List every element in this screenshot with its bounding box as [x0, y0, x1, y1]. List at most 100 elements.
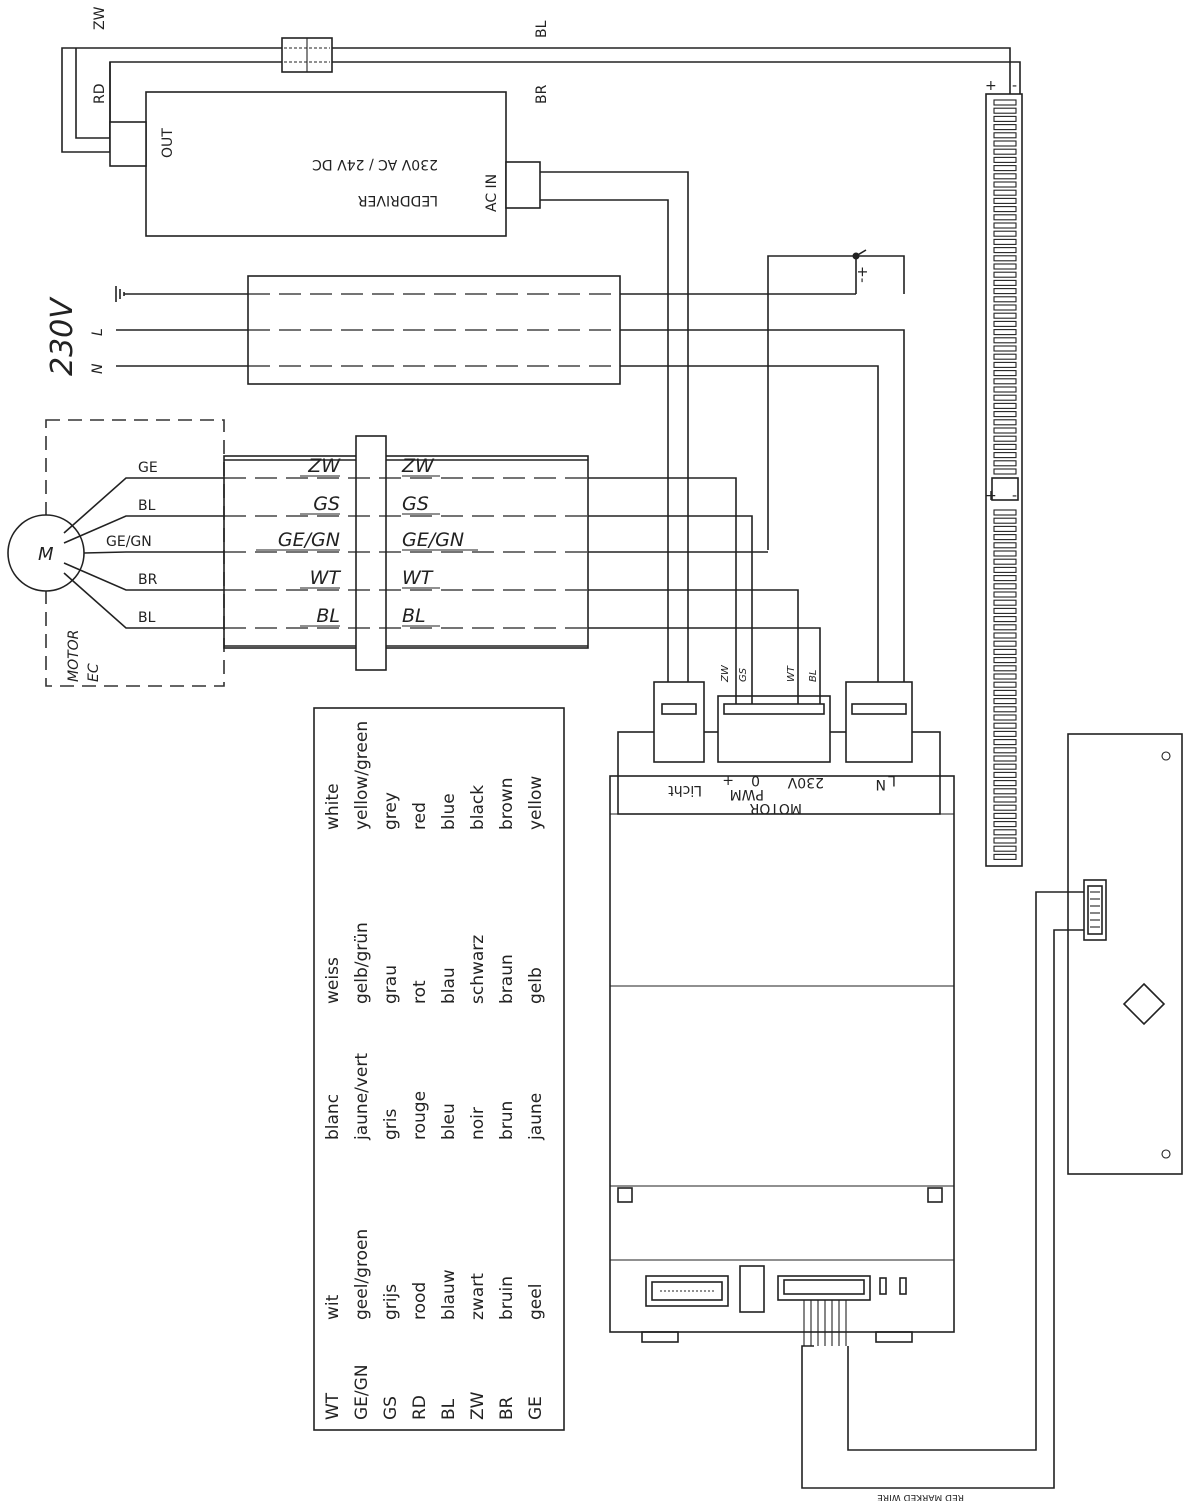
- wire-code-right: GS: [402, 493, 429, 515]
- led-cell: [993, 599, 1017, 606]
- led-cell: [993, 837, 1017, 844]
- led-cell: [993, 583, 1017, 590]
- wire-code-right: BL: [402, 605, 426, 627]
- motor-wire: [63, 572, 224, 629]
- led-cell: [993, 845, 1017, 852]
- control-panel: [1067, 733, 1183, 1175]
- legend-entry: geel/groen: [352, 1229, 372, 1320]
- led-cell: [993, 238, 1017, 245]
- led-cell: [993, 468, 1017, 475]
- led-cell: [993, 566, 1017, 573]
- controller-motor-wire-label: WT: [786, 665, 797, 682]
- led-cell: [993, 255, 1017, 262]
- motor-wire: [63, 562, 224, 591]
- legend-entry: gelb/grün: [352, 922, 372, 1004]
- legend-entry: bleu: [439, 1103, 459, 1140]
- led-cell: [993, 763, 1017, 770]
- led-cell: [993, 312, 1017, 319]
- led-cell: [993, 558, 1017, 565]
- legend-entry: noir: [468, 1107, 488, 1140]
- led-cell: [993, 386, 1017, 393]
- led-cell: [993, 853, 1017, 860]
- led-cell: [993, 640, 1017, 647]
- controller-n-label: N: [876, 776, 886, 792]
- legend-entry: grau: [381, 965, 401, 1004]
- led-cell: [993, 673, 1017, 680]
- led-cell: [993, 443, 1017, 450]
- controller-zero-label: 0: [751, 772, 760, 788]
- led-cell: [993, 329, 1017, 336]
- led-cell: [993, 706, 1017, 713]
- leddriver-name-label: LEDDRIVER: [358, 192, 438, 208]
- legend-entry: jaune: [526, 1093, 546, 1141]
- led-driver: OUT AC IN 230V AC / 24V DC LEDDRIVER: [109, 91, 689, 682]
- led-cell: [993, 271, 1017, 278]
- led-cell: [993, 812, 1017, 819]
- mains-voltage-label: 230V: [45, 296, 80, 376]
- led-cell: [993, 320, 1017, 327]
- controller-pwm-label: PWM: [730, 786, 764, 802]
- led-cell: [993, 550, 1017, 557]
- ledstrip-plus-top: +: [985, 78, 997, 94]
- led-cell: [993, 648, 1017, 655]
- led-cell: [993, 747, 1017, 754]
- led-cell: [993, 99, 1017, 106]
- legend-entry: weiss: [323, 957, 343, 1004]
- legend-entry: WT: [323, 1392, 343, 1420]
- led-cell: [993, 337, 1017, 344]
- controller-l-label: L: [888, 772, 896, 788]
- led-cell: [993, 189, 1017, 196]
- legend-entry: BR: [497, 1396, 517, 1420]
- led-cell: [993, 829, 1017, 836]
- wire-label-br-top: BR: [534, 84, 550, 104]
- led-cell: [993, 796, 1017, 803]
- legend-entry: wit: [323, 1294, 343, 1320]
- mains-n-label: N: [90, 363, 106, 374]
- led-cell: [993, 411, 1017, 418]
- mains-supply: 230V N L +-: [45, 249, 905, 682]
- motor-wire-label: BL: [138, 610, 156, 626]
- leddriver-out-label: OUT: [160, 128, 176, 158]
- controller-motor-wire-label: BL: [808, 670, 819, 682]
- ledstrip-minus-mid: -: [1012, 488, 1017, 504]
- led-cell: [993, 525, 1017, 532]
- led-cell: [993, 263, 1017, 270]
- legend-entry: grey: [381, 792, 401, 830]
- legend-entry: yellow/green: [352, 721, 372, 830]
- legend-entry: RD: [410, 1395, 430, 1420]
- wire-code-left: GE/GN: [278, 529, 340, 551]
- legend-entry: brown: [497, 778, 517, 831]
- led-cell: [993, 296, 1017, 303]
- led-cell: [993, 771, 1017, 778]
- legend-entry: blauw: [439, 1269, 459, 1320]
- motor-wire-label: GE: [138, 460, 158, 476]
- led-cell: [993, 698, 1017, 705]
- led-cell: [993, 821, 1017, 828]
- ledstrip-plus-mid: +: [985, 488, 997, 504]
- led-cell: [993, 460, 1017, 467]
- legend-entry: grijs: [381, 1284, 401, 1320]
- led-cell: [993, 739, 1017, 746]
- legend-entry: geel: [526, 1284, 546, 1320]
- legend-entry: gelb: [526, 967, 546, 1004]
- motor-wire: [83, 551, 224, 554]
- led-cell: [993, 197, 1017, 204]
- motor-label-line1: MOTOR: [66, 630, 82, 682]
- led-cell: [993, 394, 1017, 401]
- led-cell: [993, 165, 1017, 172]
- wire-code-right: GE/GN: [402, 529, 464, 551]
- controller-motor-label: MOTOR: [749, 800, 802, 816]
- legend-entry: GS: [381, 1396, 401, 1420]
- led-cell: [993, 124, 1017, 131]
- legend-entry: white: [323, 783, 343, 830]
- motor-wire: [63, 515, 224, 544]
- led-cell: [993, 657, 1017, 664]
- led-cell: [993, 345, 1017, 352]
- controller-motor-wire-label: GS: [738, 667, 749, 682]
- wire-label-rd-top: RD: [92, 83, 108, 104]
- wire-code-left: GS: [313, 493, 340, 515]
- motor-wire-label: BR: [138, 572, 158, 588]
- led-cell: [993, 148, 1017, 155]
- led-cell: [993, 279, 1017, 286]
